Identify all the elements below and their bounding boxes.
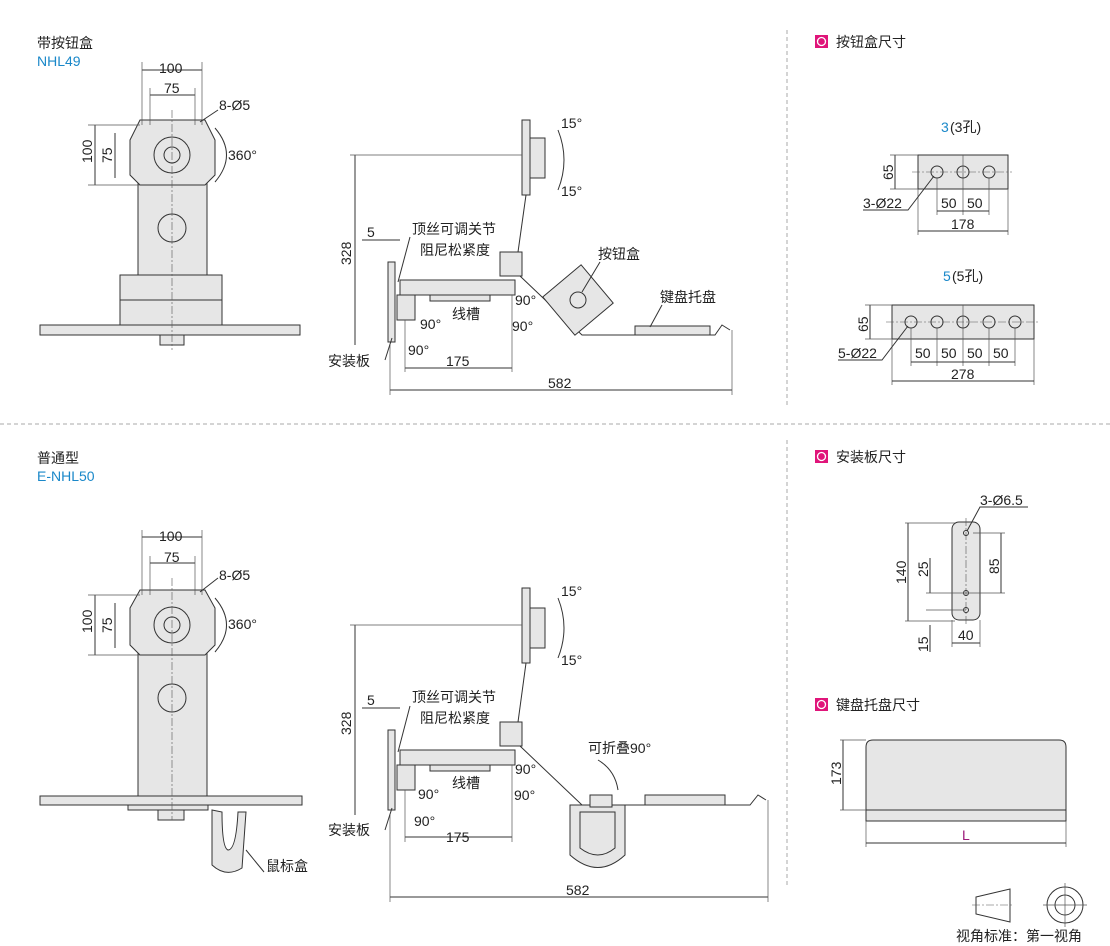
dim-100-vertical: 100: [79, 609, 95, 633]
dim-5: 5: [367, 224, 375, 240]
dim-75: 75: [164, 549, 180, 565]
button-box-5-drawing: [838, 304, 1040, 385]
holes-label: 8-Ø5: [219, 567, 250, 583]
button-box-3-drawing: [863, 154, 1012, 235]
dim-328: 328: [338, 241, 354, 265]
dim-173: 173: [828, 761, 844, 785]
dim-length: L: [962, 827, 970, 843]
mount-plate-drawing: [905, 506, 1028, 652]
tilt-up-label: 15°: [561, 583, 582, 599]
button-box-label: 按钮盒: [598, 246, 640, 262]
dim-50: 50: [967, 195, 983, 211]
dim-50: 50: [967, 345, 983, 361]
dim-582: 582: [548, 375, 572, 391]
dim-75-vertical: 75: [99, 147, 115, 163]
front-view-top: [39, 62, 301, 350]
keyboard-tray-drawing: [840, 739, 1067, 847]
knob-label: 顶丝可调关节: [412, 221, 496, 237]
rotation-label: 360°: [228, 147, 257, 163]
section-title: 普通型: [37, 450, 79, 466]
dim-65: 65: [880, 164, 896, 180]
dim-100: 100: [159, 60, 183, 76]
variant-label: (3孔): [950, 119, 981, 135]
dim-175: 175: [446, 829, 470, 845]
angle-label: 90°: [420, 316, 441, 332]
cable-channel-label: 线槽: [452, 306, 480, 322]
dim-5: 5: [367, 692, 375, 708]
mouse-box-label: 鼠标盒: [266, 858, 308, 874]
bullet-icon: [816, 451, 827, 462]
mount-plate-label: 安装板: [328, 353, 370, 369]
rotation-label: 360°: [228, 616, 257, 632]
first-angle-projection-icon: [972, 883, 1087, 927]
tilt-down-label: 15°: [561, 183, 582, 199]
cable-channel-label: 线槽: [452, 775, 480, 791]
holes-label: 3-Ø6.5: [980, 492, 1023, 508]
dim-50: 50: [941, 345, 957, 361]
side-view-top: [350, 119, 733, 395]
dim-50: 50: [941, 195, 957, 211]
dim-50: 50: [993, 345, 1009, 361]
holes-label: 5-Ø22: [838, 345, 877, 361]
tilt-up-label: 15°: [561, 115, 582, 131]
angle-label: 90°: [414, 813, 435, 829]
damping-label: 阻尼松紧度: [420, 710, 490, 726]
dim-50: 50: [915, 345, 931, 361]
bullet-icon: [816, 36, 827, 47]
dim-328: 328: [338, 711, 354, 735]
variant-label: (5孔): [952, 268, 983, 284]
dim-25: 25: [915, 561, 931, 577]
dim-75-vertical: 75: [99, 617, 115, 633]
dim-100: 100: [159, 528, 183, 544]
dim-75: 75: [164, 80, 180, 96]
knob-label: 顶丝可调关节: [412, 689, 496, 705]
projection-label: 视角标准：第一视角: [956, 928, 1082, 944]
dim-15: 15: [915, 636, 931, 652]
variant-number: 3: [941, 119, 949, 135]
section-heading: 键盘托盘尺寸: [836, 697, 920, 713]
mount-plate-label: 安装板: [328, 822, 370, 838]
dim-140: 140: [893, 560, 909, 584]
model-code: NHL49: [37, 53, 81, 69]
dim-278: 278: [951, 366, 975, 382]
foldable-label: 可折叠90°: [588, 740, 651, 756]
dim-178: 178: [951, 216, 975, 232]
dim-65: 65: [855, 316, 871, 332]
side-view-bottom: [350, 587, 769, 902]
angle-label: 90°: [418, 786, 439, 802]
variant-number: 5: [943, 268, 951, 284]
holes-label: 8-Ø5: [219, 97, 250, 113]
angle-label: 90°: [514, 787, 535, 803]
dim-100-vertical: 100: [79, 139, 95, 163]
section-heading: 安装板尺寸: [836, 449, 906, 465]
tilt-down-label: 15°: [561, 652, 582, 668]
angle-label: 90°: [515, 292, 536, 308]
keyboard-tray-label: 键盘托盘: [660, 289, 716, 305]
dim-85: 85: [986, 558, 1002, 574]
front-view-bottom: [39, 530, 303, 873]
dim-40: 40: [958, 627, 974, 643]
dim-175: 175: [446, 353, 470, 369]
angle-label: 90°: [408, 342, 429, 358]
angle-label: 90°: [515, 761, 536, 777]
dim-582: 582: [566, 882, 590, 898]
angle-label: 90°: [512, 318, 533, 334]
model-code: E-NHL50: [37, 468, 95, 484]
section-heading: 按钮盒尺寸: [836, 34, 906, 50]
holes-label: 3-Ø22: [863, 195, 902, 211]
section-title: 带按钮盒: [37, 35, 93, 51]
bullet-icon: [816, 699, 827, 710]
damping-label: 阻尼松紧度: [420, 242, 490, 258]
